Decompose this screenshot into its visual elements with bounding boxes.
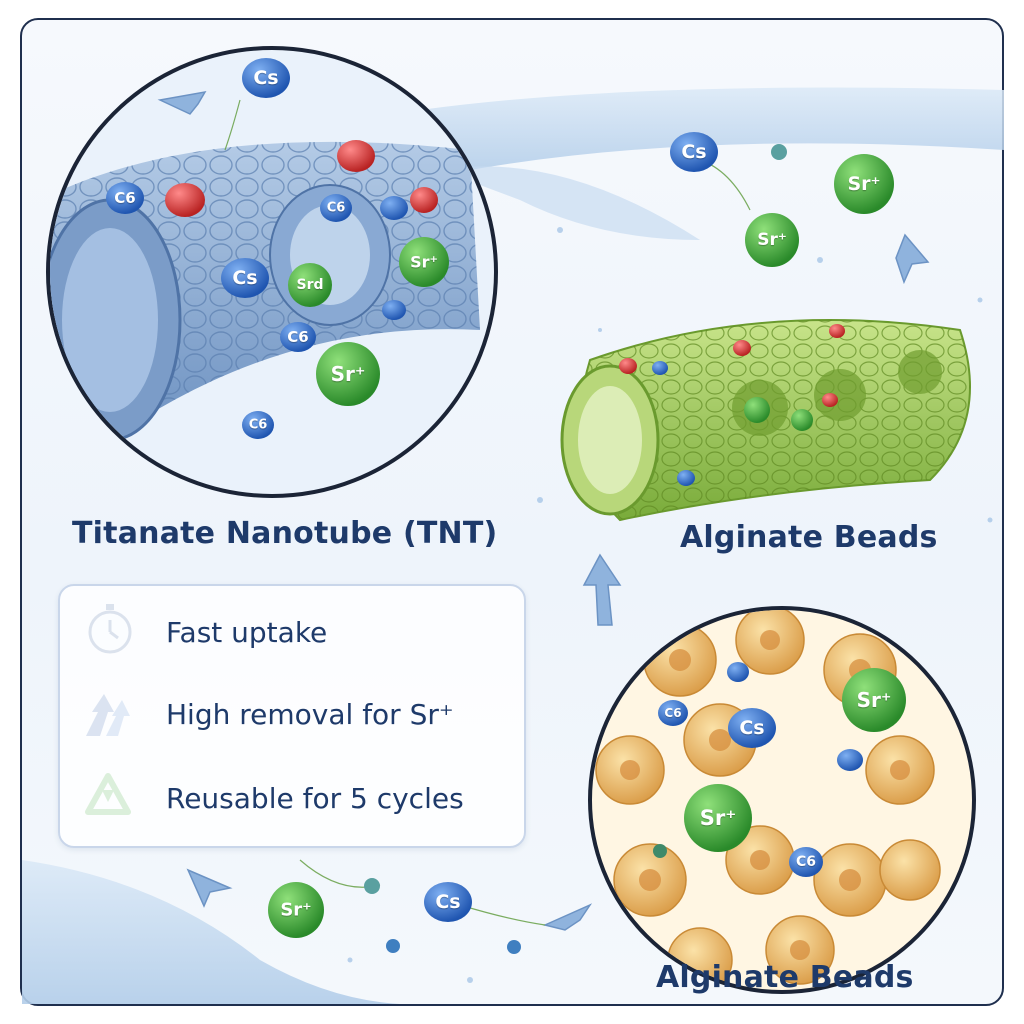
arrow-icon xyxy=(157,90,207,115)
molecule-clusters xyxy=(364,144,787,954)
sr-ion-label: Sr⁺ xyxy=(699,806,737,830)
cs-variant-label: C6 xyxy=(114,189,136,207)
cs-ion xyxy=(280,322,316,352)
alginate-title-top: Alginate Beads xyxy=(680,520,938,555)
sr-ion-label: Sr⁺ xyxy=(757,230,787,250)
cs-ion xyxy=(677,470,695,486)
flow-arrows xyxy=(157,90,930,931)
water-stream-bottom xyxy=(22,860,400,1004)
sr-ion xyxy=(684,784,752,852)
cs-ion-label: Cs xyxy=(435,891,461,913)
cs-ion xyxy=(658,700,688,726)
recycle-icon-slot xyxy=(84,770,140,826)
sr-ion xyxy=(745,213,799,267)
cs-ion xyxy=(320,194,352,222)
cs-ion xyxy=(242,58,290,98)
cs-variant-label: C6 xyxy=(248,417,268,433)
cs-variant-label: C6 xyxy=(795,854,817,870)
cs-ion-label: Cs xyxy=(681,141,707,163)
red-ion xyxy=(619,358,637,374)
red-ion xyxy=(165,183,205,217)
feature-text: High removal for Sr⁺ xyxy=(166,697,454,731)
feature-text: Reusable for 5 cycles xyxy=(166,781,464,815)
up-arrow-icon xyxy=(582,553,622,626)
red-ions xyxy=(165,140,845,407)
cs-ion xyxy=(837,749,863,771)
red-ion xyxy=(733,340,751,356)
cs-ion xyxy=(652,361,668,375)
sr-ion xyxy=(842,668,906,732)
sr-ion xyxy=(399,237,449,287)
feature-fast-uptake: Fast uptake xyxy=(84,604,327,660)
cs-ion xyxy=(670,132,718,172)
stopwatch-icon-slot xyxy=(84,604,140,660)
sr-ion xyxy=(268,882,324,938)
red-ion xyxy=(822,393,838,407)
sr-ion xyxy=(288,263,332,307)
down-arrow-icon xyxy=(895,233,930,285)
cs-ion xyxy=(382,300,406,320)
rising-arrows-icon-slot xyxy=(84,686,140,742)
cs-ion xyxy=(380,196,408,220)
red-ion xyxy=(829,324,845,338)
sr-ion xyxy=(791,409,813,431)
alginate-title-bottom: Alginate Beads xyxy=(656,960,914,995)
red-ion xyxy=(337,140,375,172)
sr-ions xyxy=(268,154,906,938)
cs-ion-label: Cs xyxy=(253,67,279,89)
sr-ion-label: Sr⁺ xyxy=(856,688,892,712)
feature-text: Fast uptake xyxy=(166,615,328,649)
cs-ions xyxy=(106,58,863,922)
sr-ion xyxy=(744,397,770,423)
sr-variant-label: Srd xyxy=(296,277,324,293)
sr-ion xyxy=(316,342,380,406)
droplets xyxy=(347,227,993,983)
beads-magnified-view xyxy=(588,606,976,994)
sr-ion-label: Sr⁺ xyxy=(847,173,881,195)
cs-variant-label: C6 xyxy=(664,706,682,720)
feature-high-removal: High removal for Sr⁺ xyxy=(84,686,454,742)
cs-variant-label: C6 xyxy=(287,328,309,346)
sr-ion-label: Sr⁺ xyxy=(280,899,312,921)
cs-ion xyxy=(106,182,144,214)
sr-ion-label: Sr⁺ xyxy=(330,362,366,386)
sr-ion xyxy=(834,154,894,214)
arrow-icon xyxy=(542,903,593,931)
red-ion xyxy=(410,187,438,213)
cs-ion-label: Cs xyxy=(739,717,765,739)
tnt-magnified-view xyxy=(46,46,498,498)
tnt-title: Titanate Nanotube (TNT) xyxy=(72,516,498,551)
feature-reusable: Reusable for 5 cycles xyxy=(84,770,464,826)
cs-ion xyxy=(242,411,274,439)
cs-variant-label: C6 xyxy=(326,200,346,216)
cs-ion xyxy=(727,662,749,682)
cs-ion xyxy=(424,882,472,922)
alginate-tube xyxy=(560,319,971,522)
cs-ion xyxy=(221,258,269,298)
water-stream-top xyxy=(420,87,1004,240)
cs-ion xyxy=(789,847,823,877)
arrow-icon xyxy=(186,868,233,908)
cs-ion-label: Cs xyxy=(232,267,258,289)
features-panel: Fast uptake High removal for Sr⁺ Reusabl… xyxy=(58,584,526,848)
sr-ion-label: Sr⁺ xyxy=(410,252,438,272)
cs-ion xyxy=(728,708,776,748)
